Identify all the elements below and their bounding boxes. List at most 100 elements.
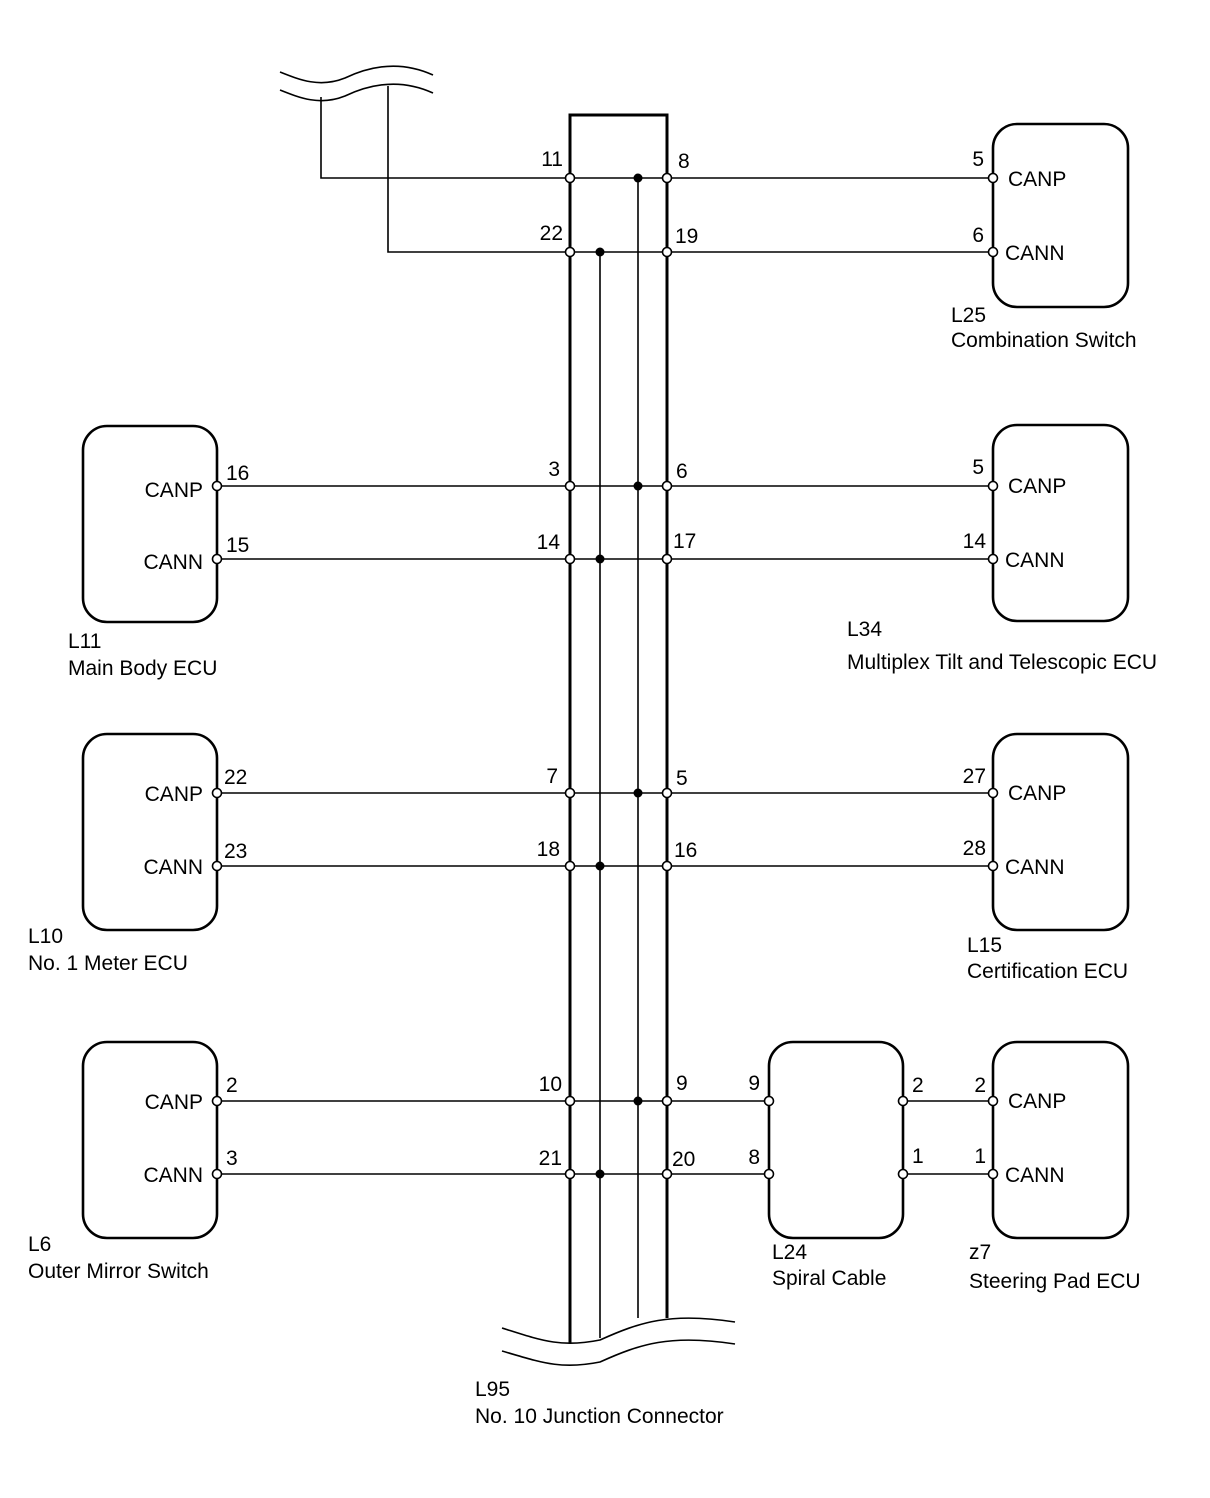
pin-number: 27 xyxy=(963,765,986,788)
pin-number: 2 xyxy=(226,1074,238,1097)
component-name: Outer Mirror Switch xyxy=(28,1260,209,1283)
connector-pin xyxy=(661,480,673,492)
pin-number: 28 xyxy=(963,837,986,860)
connector-pin xyxy=(661,860,673,872)
terminal-label: CANP xyxy=(145,1091,203,1114)
pin-number: 16 xyxy=(674,839,697,862)
component-box xyxy=(991,732,1130,932)
pin-number: 22 xyxy=(224,766,247,789)
connector-pin xyxy=(564,172,576,184)
connector-pin xyxy=(211,1095,223,1107)
component-box xyxy=(81,732,219,932)
pin-number: 5 xyxy=(972,456,984,479)
connector-pin xyxy=(897,1168,909,1180)
component-name: Certification ECU xyxy=(967,960,1128,983)
pin-number: 16 xyxy=(226,462,249,485)
connector-pin xyxy=(987,246,999,258)
connector-pin xyxy=(661,1095,673,1107)
connector-pin xyxy=(897,1095,909,1107)
junction-break-mark-lower xyxy=(501,1339,736,1367)
pin-number: 2 xyxy=(912,1074,924,1097)
pin-number: 8 xyxy=(678,150,690,173)
connector-pin xyxy=(987,860,999,872)
pin-number: 19 xyxy=(675,225,698,248)
component-tilt-telescopic-ecu: 5 14 CANP CANN L34 Multiplex Tilt and Te… xyxy=(847,423,1157,674)
splice-dot xyxy=(633,1096,643,1106)
connector-pin xyxy=(211,1168,223,1180)
component-id: L11 xyxy=(68,630,101,653)
connector-pin xyxy=(661,1168,673,1180)
junction-pin-circles xyxy=(564,172,673,1180)
pin-number: 1 xyxy=(912,1145,924,1168)
component-id: L25 xyxy=(951,304,986,327)
terminal-label: CANN xyxy=(143,856,203,879)
terminal-label: CANN xyxy=(1005,856,1065,879)
component-name: Combination Switch xyxy=(951,329,1137,352)
pin-number: 10 xyxy=(539,1073,562,1096)
pin-number: 11 xyxy=(541,148,563,171)
connector-pin xyxy=(987,553,999,565)
terminal-label: CANN xyxy=(143,1164,203,1187)
terminal-label: CANN xyxy=(143,551,203,574)
pin-number: 14 xyxy=(537,531,561,554)
junction-id: L95 xyxy=(475,1378,510,1401)
component-id: L24 xyxy=(772,1241,807,1264)
connector-pin xyxy=(763,1168,775,1180)
component-name: Steering Pad ECU xyxy=(969,1270,1141,1293)
pin-number: 15 xyxy=(226,534,249,557)
terminal-label: CANP xyxy=(145,479,203,502)
upstream-break-mark-lower xyxy=(279,83,434,102)
component-id: z7 xyxy=(969,1241,991,1264)
component-main-body-ecu: 16 15 CANP CANN L11 Main Body ECU xyxy=(68,424,249,680)
connector-pin xyxy=(987,1168,999,1180)
pin-number: 17 xyxy=(673,530,696,553)
component-name: Main Body ECU xyxy=(68,657,217,680)
pin-number: 5 xyxy=(972,148,984,171)
component-steering-pad-ecu: 2 1 CANP CANN z7 Steering Pad ECU xyxy=(969,1040,1141,1293)
pin-number: 22 xyxy=(540,222,563,245)
component-id: L6 xyxy=(28,1233,51,1256)
component-name: No. 1 Meter ECU xyxy=(28,952,188,975)
connector-pin xyxy=(211,553,223,565)
component-box xyxy=(991,122,1130,309)
junction-break-mark-upper xyxy=(501,1317,736,1345)
junction-connector: L95 No. 10 Junction Connector xyxy=(475,113,736,1428)
splice-dot xyxy=(633,788,643,798)
splice-dot xyxy=(595,247,605,257)
component-box xyxy=(991,1040,1130,1240)
splice-dot xyxy=(633,481,643,491)
junction-name: No. 10 Junction Connector xyxy=(475,1405,724,1428)
junction-pin-numbers: 11 8 22 19 3 6 14 17 7 5 18 16 10 9 21 2… xyxy=(537,148,699,1171)
pin-number: 1 xyxy=(974,1145,986,1168)
terminal-label: CANP xyxy=(1008,475,1066,498)
connector-pin xyxy=(987,172,999,184)
splice-dot xyxy=(595,1169,605,1179)
splice-dot xyxy=(595,554,605,564)
component-outer-mirror-switch: 2 3 CANP CANN L6 Outer Mirror Switch xyxy=(28,1040,238,1283)
pin-number: 3 xyxy=(548,458,560,481)
connector-pin xyxy=(661,553,673,565)
pin-number: 18 xyxy=(537,838,560,861)
pin-number: 14 xyxy=(963,530,987,553)
connector-pin xyxy=(987,787,999,799)
pin-number: 7 xyxy=(546,765,558,788)
pin-number: 20 xyxy=(672,1148,695,1171)
component-meter-ecu: 22 23 CANP CANN L10 No. 1 Meter ECU xyxy=(28,732,247,975)
terminal-label: CANP xyxy=(145,783,203,806)
connector-pin xyxy=(564,787,576,799)
pin-number: 6 xyxy=(676,460,688,483)
terminal-label: CANN xyxy=(1005,242,1065,265)
pin-number: 23 xyxy=(224,840,247,863)
terminal-label: CANP xyxy=(1008,168,1066,191)
terminal-label: CANN xyxy=(1005,1164,1065,1187)
terminal-label: CANN xyxy=(1005,549,1065,572)
pin-number: 9 xyxy=(748,1072,760,1095)
upstream-break-mark-upper xyxy=(279,65,434,84)
connector-pin xyxy=(564,860,576,872)
pin-number: 3 xyxy=(226,1147,238,1170)
terminal-label: CANP xyxy=(1008,1090,1066,1113)
connector-pin xyxy=(211,787,223,799)
pin-number: 6 xyxy=(972,224,984,247)
component-box xyxy=(991,423,1130,623)
